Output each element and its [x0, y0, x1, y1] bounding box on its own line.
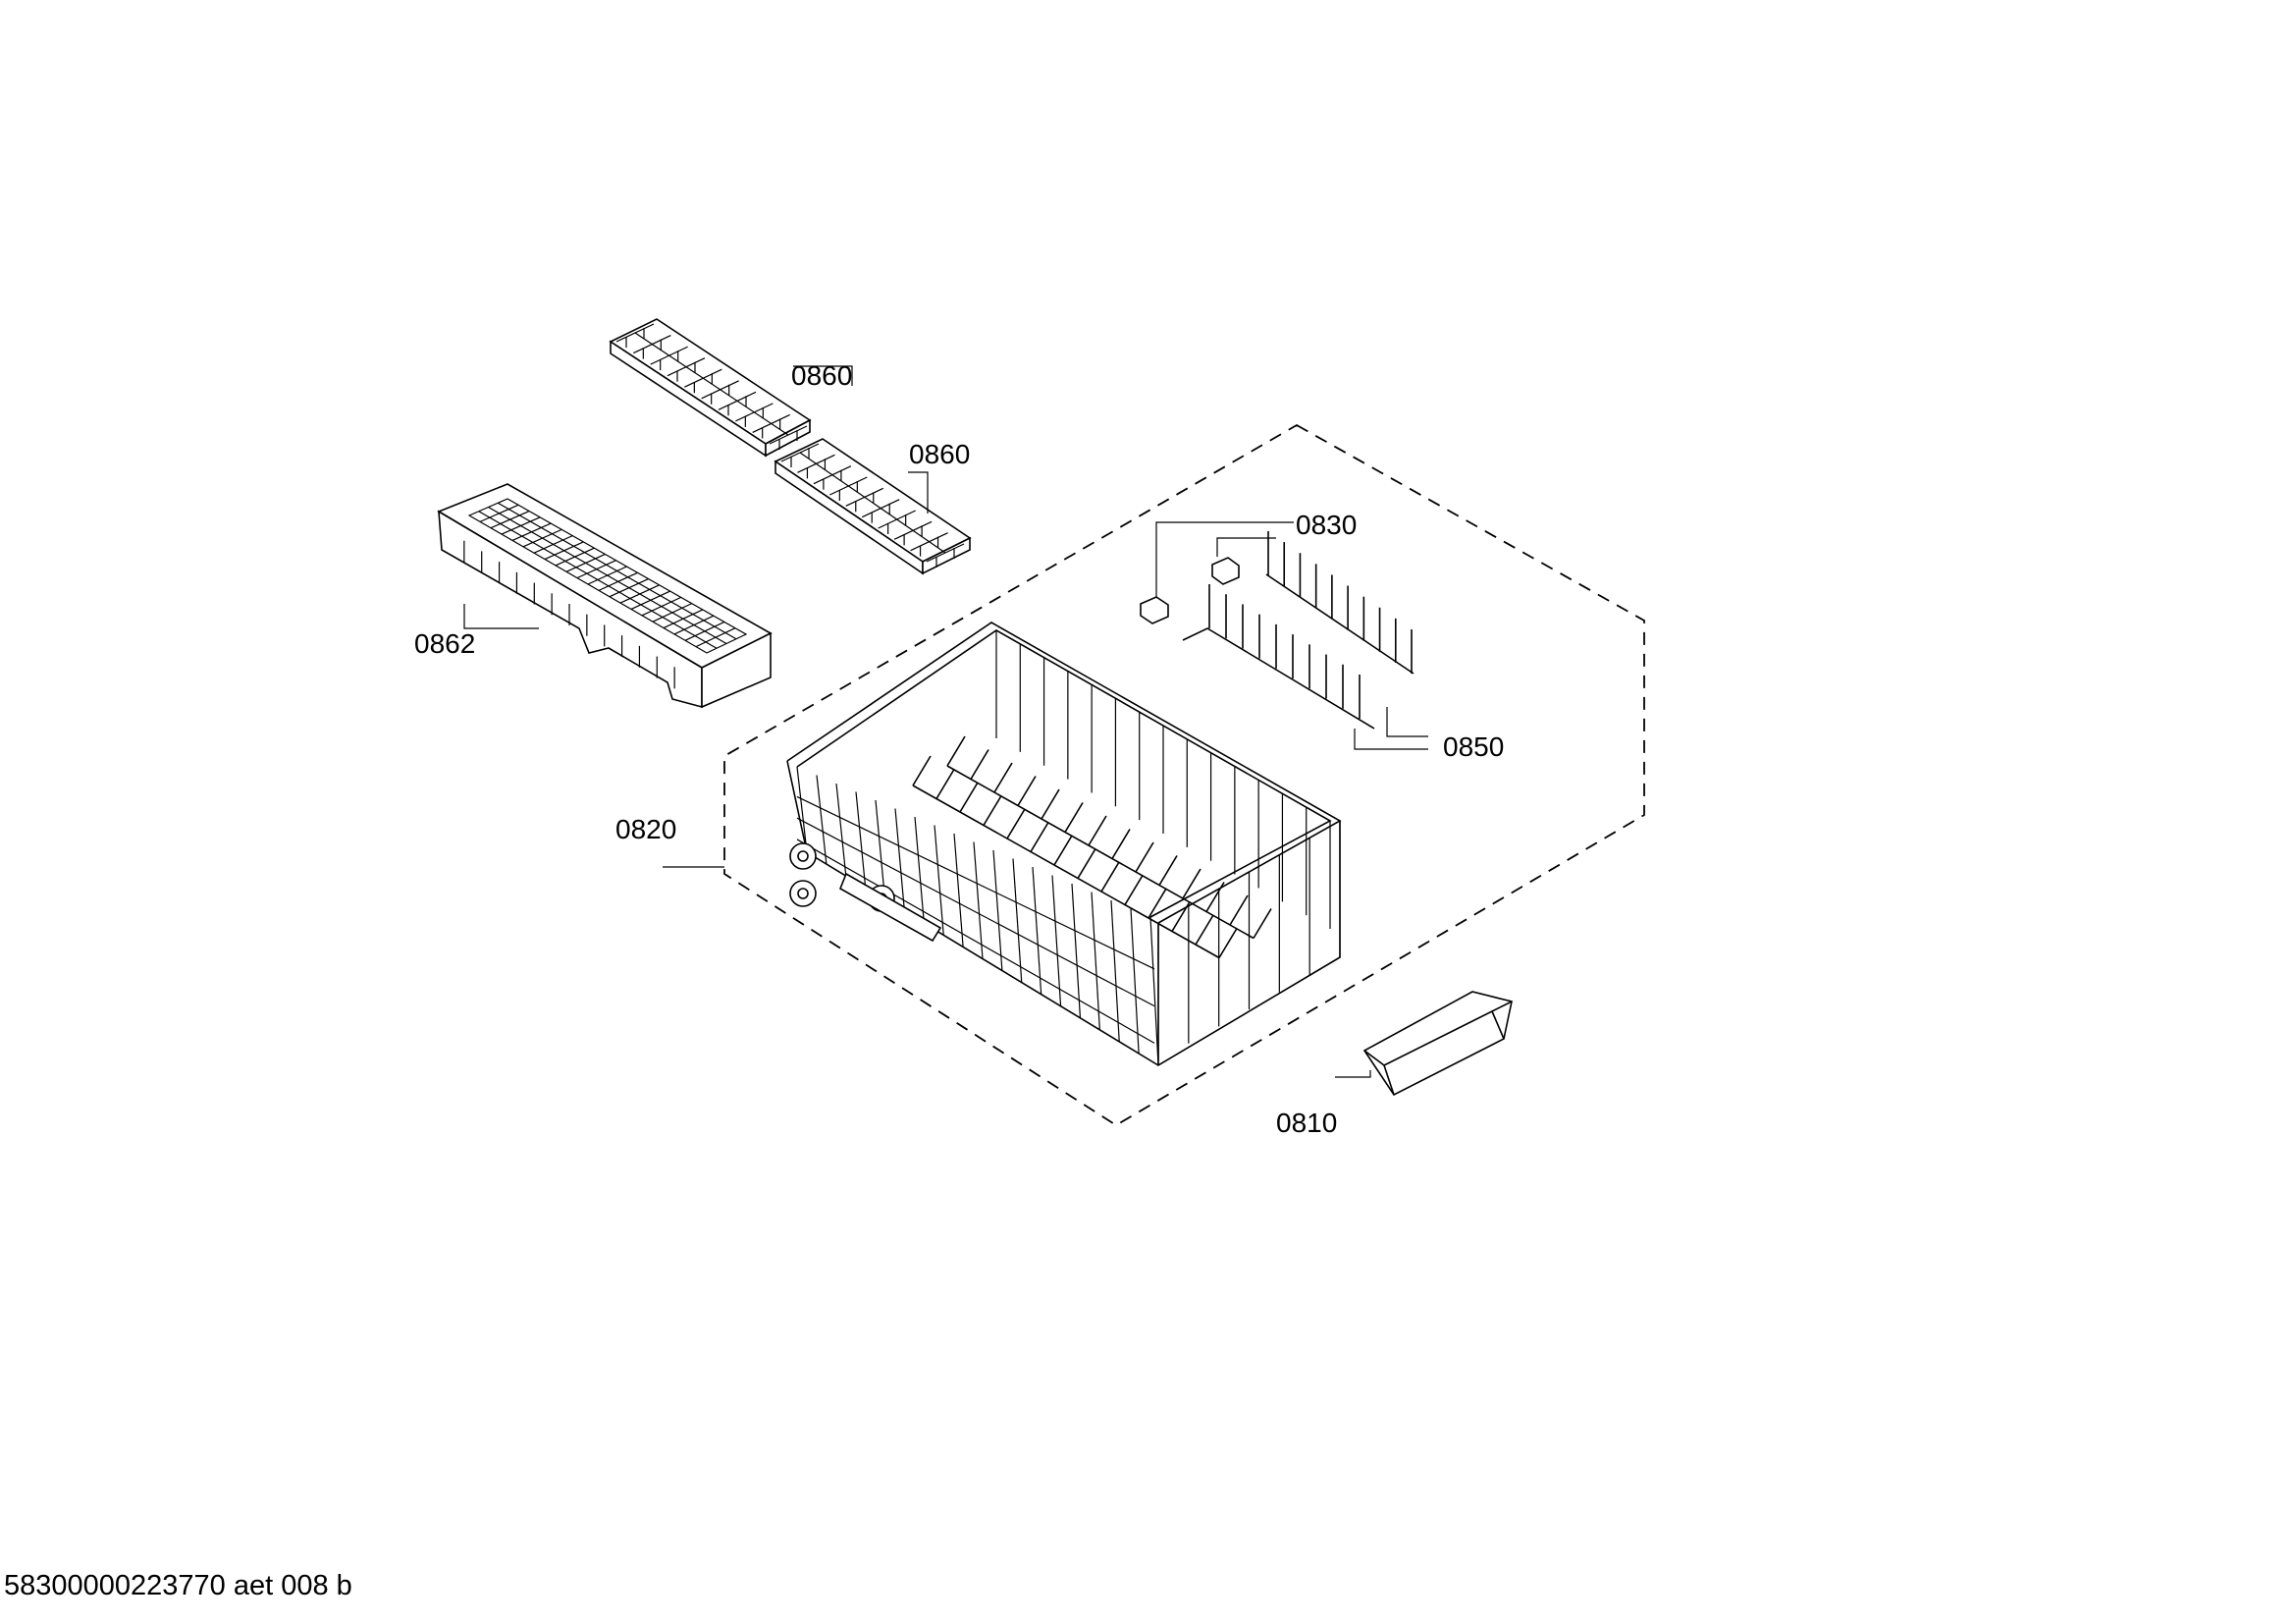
wire-line	[914, 816, 925, 924]
wire-line	[993, 762, 1013, 793]
wire-line	[953, 833, 964, 947]
leader-0830b	[1216, 537, 1276, 557]
leader-0850a	[1386, 707, 1428, 737]
wire-line	[934, 825, 944, 936]
label-0820[interactable]: 0820	[615, 814, 676, 844]
leader-0850b	[1354, 729, 1428, 750]
wire-line	[1051, 875, 1062, 1006]
leader-0830a	[1155, 521, 1294, 597]
upper-basket-0820	[786, 622, 1342, 1066]
wire-line	[1148, 888, 1167, 919]
wire-line	[935, 769, 955, 799]
wire-line	[1182, 868, 1201, 899]
wire-line	[1111, 829, 1131, 859]
leader-lines	[463, 365, 1428, 1078]
wire-line	[1030, 822, 1049, 852]
label-0850[interactable]: 0850	[1443, 731, 1504, 762]
wire-line	[855, 791, 867, 889]
wire-line	[1229, 894, 1249, 926]
label-0862[interactable]: 0862	[414, 628, 475, 659]
wire-line	[1032, 866, 1042, 995]
wire-line	[1130, 908, 1140, 1054]
wire-line	[983, 795, 1002, 826]
wire-line	[796, 766, 808, 853]
wire-line	[488, 506, 727, 645]
wire-line	[1012, 858, 1023, 983]
plate-rack-0850	[1182, 531, 1415, 730]
label-0830[interactable]: 0830	[1296, 510, 1357, 540]
wire-line	[1135, 841, 1154, 873]
label-0810[interactable]: 0810	[1276, 1108, 1337, 1138]
wire-line	[946, 765, 1255, 940]
wire-line	[970, 749, 989, 780]
wire-line	[478, 511, 718, 649]
wire-line	[796, 817, 1155, 1007]
wire-line	[1158, 855, 1178, 886]
wire-line	[799, 452, 946, 554]
leader-0862	[463, 604, 539, 629]
label-0860b[interactable]: 0860	[909, 439, 970, 469]
wire-line	[1006, 808, 1026, 839]
wire-line	[1088, 815, 1107, 846]
wire-line	[912, 785, 1220, 959]
wire-line	[1041, 788, 1060, 820]
leader-0860a	[793, 365, 853, 386]
wire-line	[1077, 848, 1096, 879]
wire-line	[894, 808, 906, 912]
wire-line	[816, 775, 828, 865]
wire-line	[875, 799, 886, 900]
wire-line	[1171, 901, 1191, 932]
wire-line	[959, 782, 979, 813]
wire-line	[1205, 882, 1225, 912]
cutlery-insert-0860-top	[609, 318, 812, 458]
wire-line	[1053, 835, 1073, 866]
leader-0810	[1335, 1070, 1371, 1078]
wire-line	[1195, 914, 1214, 946]
wire-line	[796, 839, 1155, 1044]
wire-line	[497, 502, 737, 640]
cutlery-basket-0862	[437, 483, 773, 709]
wire-line	[973, 841, 984, 959]
clip-0830	[1140, 557, 1240, 624]
wire-line	[992, 849, 1003, 971]
wire-line	[796, 795, 1155, 970]
wire-line	[1064, 802, 1084, 833]
wire-line	[835, 783, 847, 877]
wire-line	[634, 332, 789, 436]
wire-line	[1017, 776, 1037, 806]
wire-line	[1253, 908, 1272, 939]
wire-line	[1100, 861, 1120, 893]
leader-0860b	[908, 471, 929, 514]
wire-line	[1124, 875, 1144, 905]
wire-line	[912, 755, 932, 786]
cutlery-insert-0860-second	[774, 438, 972, 575]
wire-line	[1149, 916, 1159, 1066]
label-0860a[interactable]: 0860	[791, 360, 852, 391]
wire-line	[1218, 928, 1238, 958]
handle-0810	[1362, 991, 1513, 1097]
wire-line	[946, 735, 966, 767]
document-code: 58300000223770 aet 008 b	[4, 1570, 352, 1601]
assembly-boundary	[723, 423, 1645, 1127]
wire-line	[1110, 899, 1120, 1042]
wire-line	[1071, 883, 1082, 1018]
wire-line	[1091, 892, 1100, 1030]
